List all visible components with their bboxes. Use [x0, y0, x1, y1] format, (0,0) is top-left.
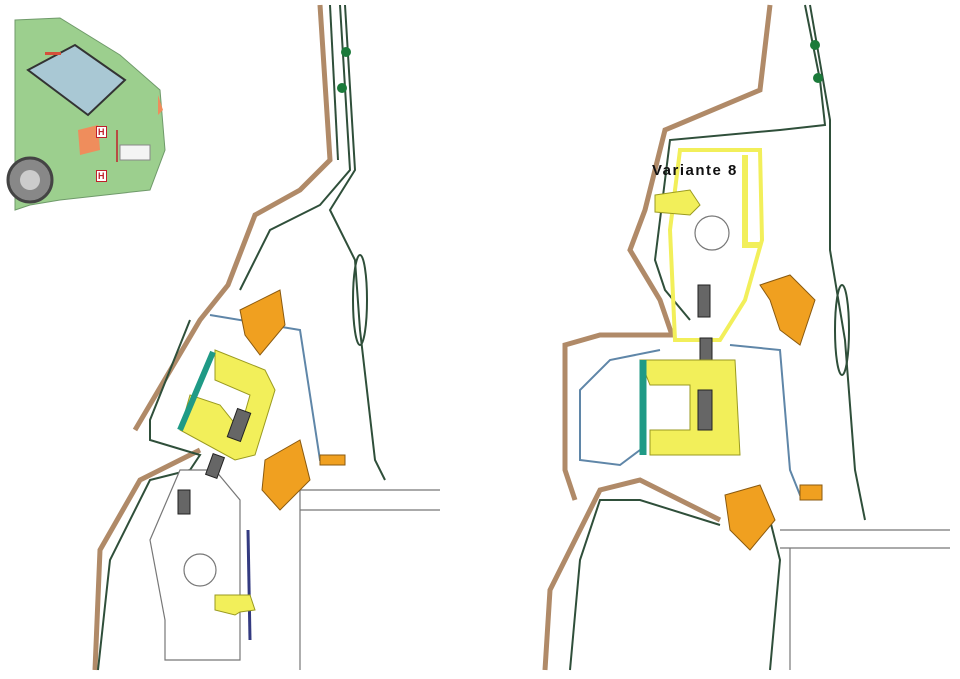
right-yellow-clips	[639, 148, 765, 456]
right-orange-clips	[724, 274, 823, 551]
left-section	[92, 4, 440, 671]
variant-label: Variante 8	[652, 162, 738, 179]
left-yellow-clip	[177, 349, 276, 616]
height-marker-top: H	[96, 126, 107, 138]
height-marker-bottom: H	[96, 170, 107, 182]
car-rear-illustration	[6, 17, 166, 211]
right-section	[542, 4, 950, 671]
left-orange-clips	[239, 289, 346, 511]
